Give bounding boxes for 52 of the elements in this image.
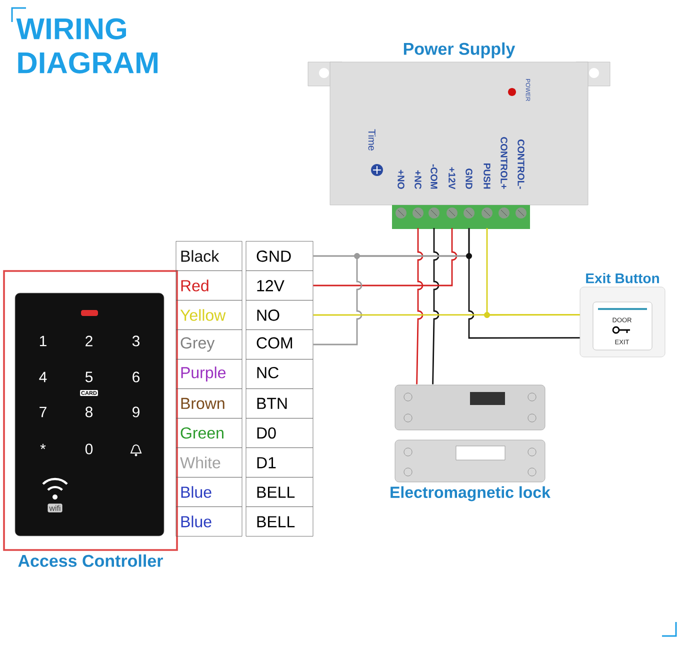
- table-row: Blue BELL: [176, 477, 314, 507]
- table-row: White D1: [176, 448, 314, 478]
- table-row: Green D0: [176, 418, 314, 448]
- node-label: Blue: [181, 516, 212, 528]
- electromagnetic-lock: Electromagnetic lock: [390, 384, 550, 502]
- table-row: Purple NC: [176, 359, 314, 389]
- node-label: Green: [180, 427, 224, 439]
- table-row: Red 12V: [176, 270, 314, 300]
- key-label: 4: [39, 372, 47, 382]
- wire: [313, 228, 458, 286]
- key-label: 8: [86, 406, 93, 418]
- key-label: 6: [132, 372, 140, 382]
- key-label: 7: [40, 406, 46, 418]
- node-label: Blue: [181, 486, 212, 498]
- device-label: Time: [368, 129, 376, 150]
- table-row: Grey COM: [176, 330, 314, 360]
- terminal-label: +NC: [414, 170, 422, 190]
- terminal-label: GND: [466, 168, 472, 189]
- wire: [468, 228, 580, 339]
- terminal-label: PUSH: [484, 164, 490, 189]
- node-label: Exit Button: [586, 272, 659, 284]
- table-row: Black GND: [176, 241, 314, 271]
- node-label: Electromagnetic lock: [390, 486, 550, 502]
- table-row: Blue BELL: [176, 506, 314, 536]
- key-label: 5: [85, 372, 93, 382]
- wire: [416, 228, 424, 384]
- key-label: 0: [85, 444, 93, 454]
- node-label: Purple: [181, 366, 226, 382]
- wifi-badge: wifi: [48, 504, 62, 512]
- terminal-label: CONTROL+: [500, 137, 508, 189]
- node-label: Grey: [180, 337, 215, 352]
- node-label: Brown: [181, 398, 224, 410]
- wire: [432, 228, 440, 384]
- wire: [486, 228, 580, 316]
- table-row: Yellow NO: [176, 300, 314, 330]
- title: WIRING DIAGRAM: [16, 18, 158, 74]
- key-label: 3: [132, 336, 140, 346]
- key-label: 9: [132, 406, 140, 418]
- key-label: *: [40, 444, 46, 450]
- node-label: White: [180, 456, 220, 468]
- node-label: Red: [181, 280, 208, 292]
- table-row: Brown BTN: [176, 388, 314, 418]
- terminal-label: +NO: [398, 170, 404, 189]
- key-label: 1: [40, 336, 46, 346]
- terminal-label: +12V: [448, 167, 456, 190]
- node-label: Access Controller: [18, 554, 163, 567]
- terminal-label: CONTROL-: [518, 140, 524, 189]
- node-label: Yellow: [180, 309, 226, 321]
- node-label: Black: [181, 250, 220, 262]
- key-label: 2: [86, 336, 92, 346]
- terminal-label: -COM: [430, 164, 438, 189]
- node-label: Power Supply: [404, 42, 516, 58]
